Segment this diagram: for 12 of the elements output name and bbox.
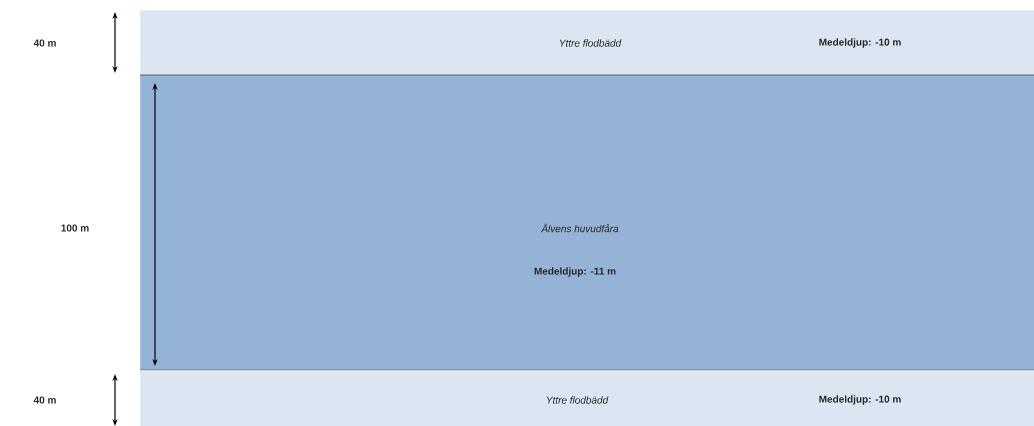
band-label: Yttre flodbädd bbox=[546, 396, 609, 404]
river-band bbox=[139, 74, 1034, 371]
dimension-label: 100 m bbox=[61, 224, 89, 232]
band-label: Medeldjup: -10 m bbox=[819, 38, 901, 48]
band-label: Medeldjup: -11 m bbox=[534, 267, 616, 277]
dimension-label: 40 m bbox=[33, 396, 56, 404]
band-label: Älvens huvudfåra bbox=[541, 223, 619, 233]
dimension-label: 40 m bbox=[33, 39, 56, 47]
band-label: Medeldjup: -10 m bbox=[819, 395, 901, 405]
band-label: Yttre flodbädd bbox=[559, 39, 622, 47]
river-band bbox=[140, 370, 1034, 426]
river-band bbox=[140, 10, 1034, 76]
